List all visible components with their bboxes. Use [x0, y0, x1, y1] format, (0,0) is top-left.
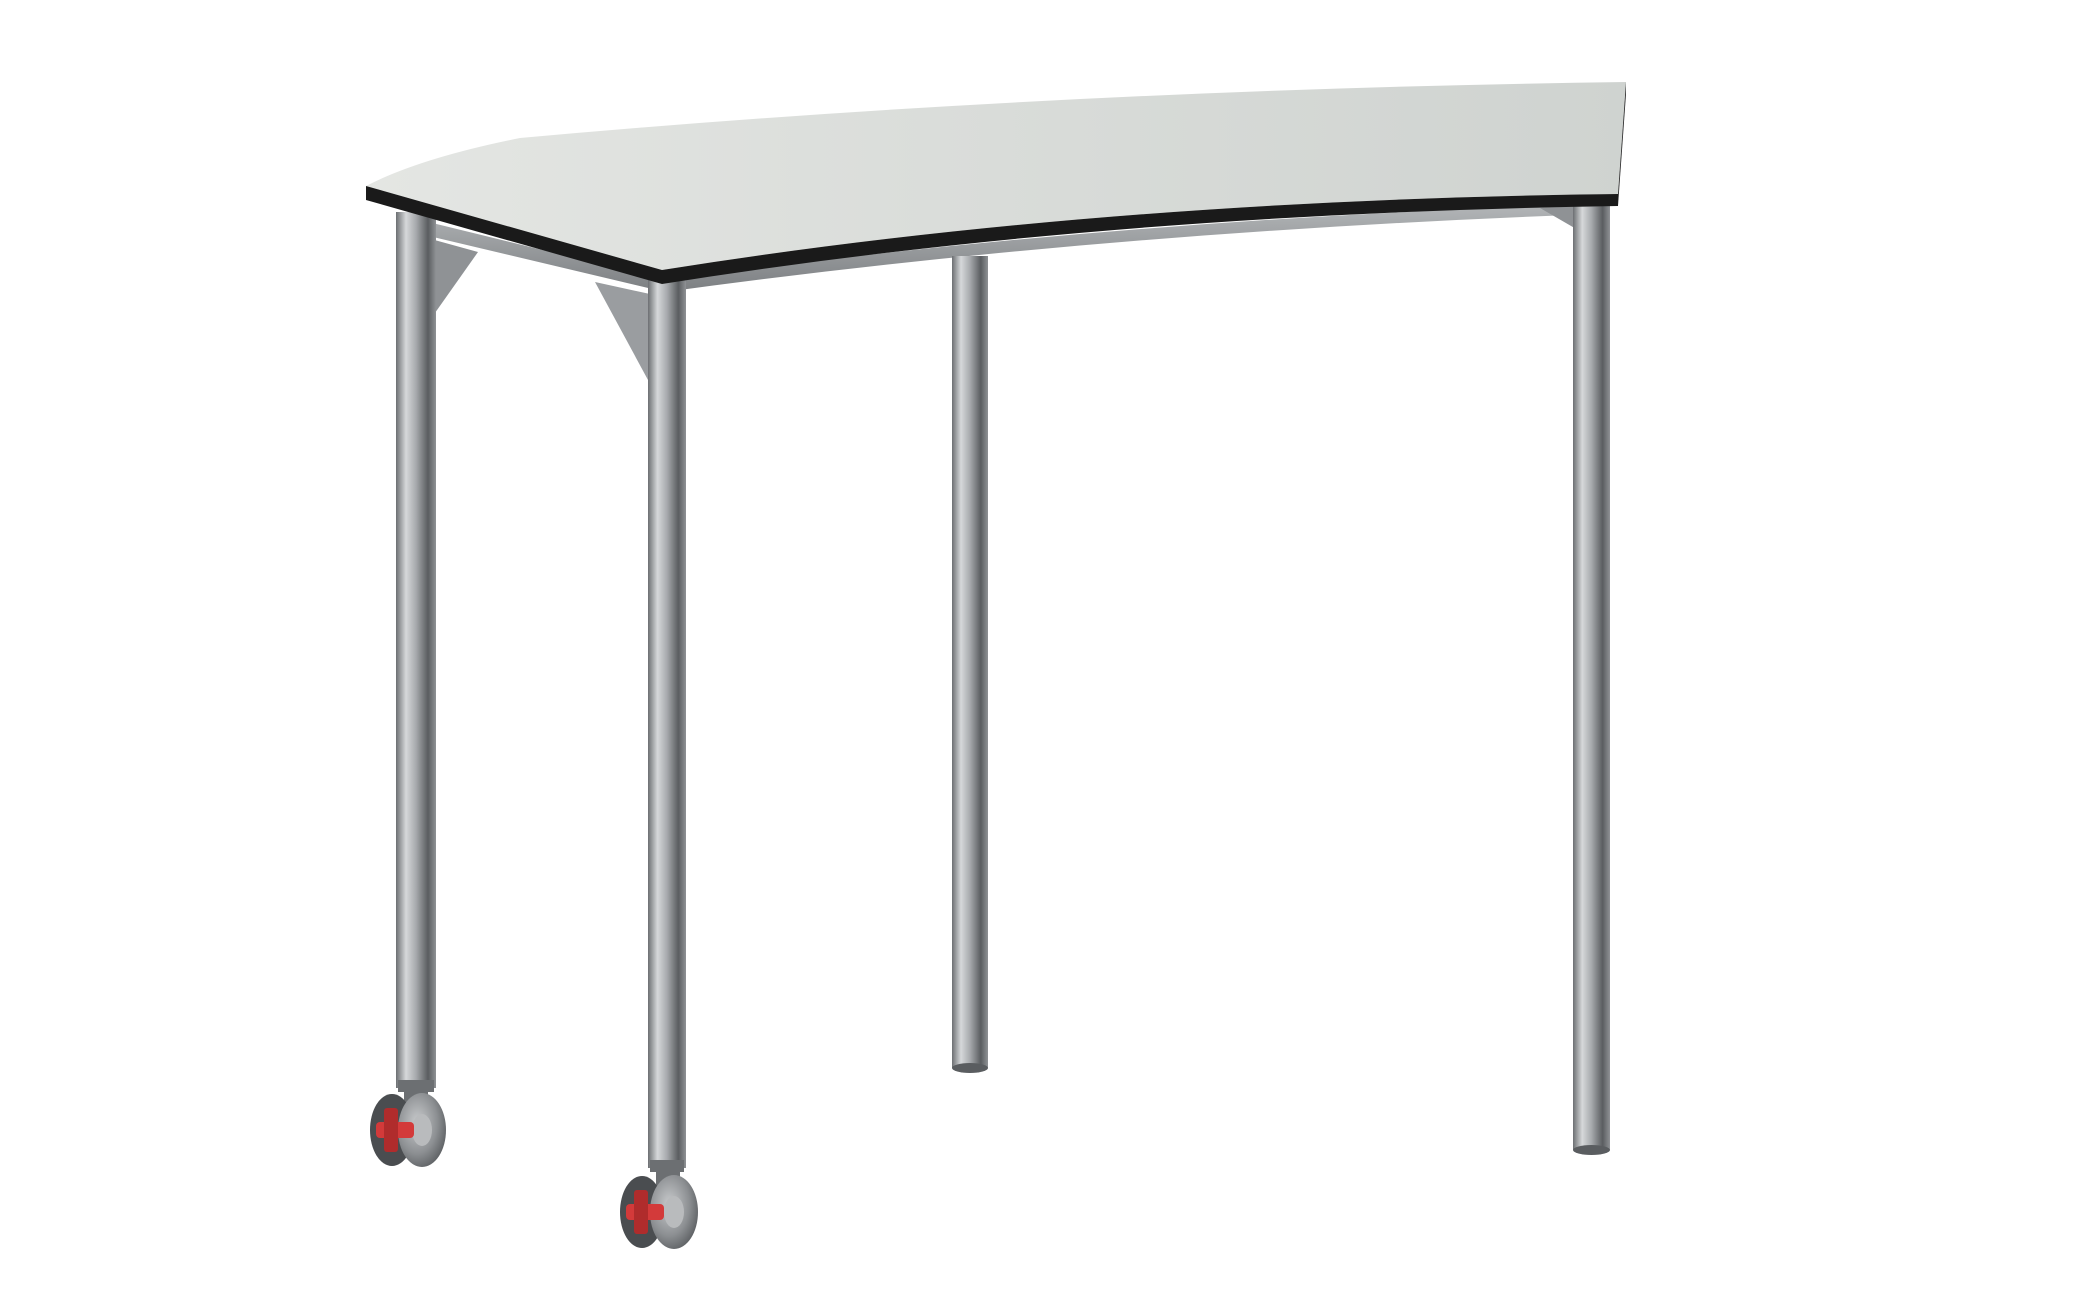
table-top	[366, 82, 1626, 284]
leg-back-middle	[952, 256, 988, 1073]
caster-front-center	[620, 1168, 698, 1249]
caster-front-left	[370, 1088, 446, 1167]
leg-front-center	[648, 278, 686, 1172]
leg-front-left	[396, 212, 436, 1092]
leg-back-right	[1573, 196, 1610, 1155]
